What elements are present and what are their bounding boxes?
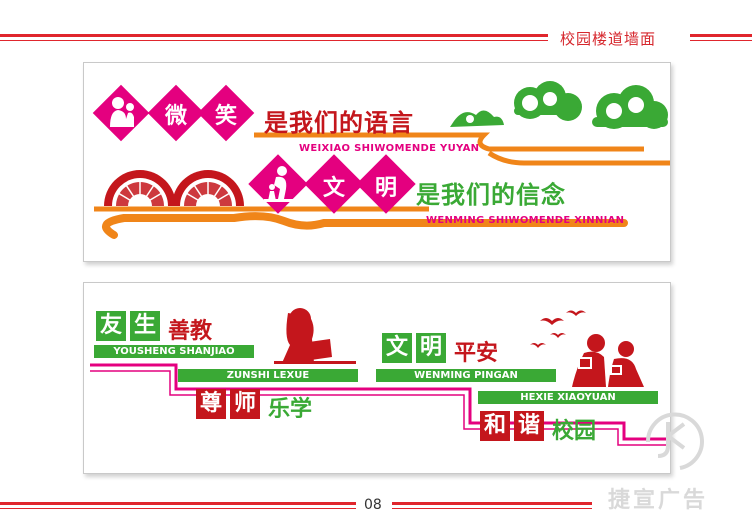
- slogan-line-2: 是我们的信念: [416, 181, 566, 209]
- char-square: 友: [96, 311, 126, 341]
- diamond-char: 笑: [214, 104, 237, 129]
- footer-line-left-thin: [0, 508, 356, 509]
- char-square: 尊: [196, 389, 226, 419]
- slogan-plain: 校园: [552, 419, 597, 444]
- panel1-decor: [94, 81, 670, 239]
- slogan-plain: 平安: [454, 341, 499, 366]
- fan-decoration: [104, 170, 176, 207]
- footer-line-right-thin: [392, 508, 592, 509]
- char-square: 谐: [514, 411, 544, 441]
- pinyin-bar: HEXIE XIAOYUAN: [478, 391, 658, 404]
- design-panel-1: 微 笑 是我们的语言 WEIXIAO SHIWOMENDE YUYAN 文 明 …: [83, 62, 671, 262]
- header-line-left-thin: [0, 40, 548, 41]
- cloud-decoration: [450, 81, 668, 129]
- char-square: 生: [130, 311, 160, 341]
- orange-stripe: [487, 150, 670, 166]
- kids-reading-silhouette-icon: [572, 334, 644, 387]
- slogan-plain: 善教: [168, 319, 213, 344]
- page-title: 校园楼道墙面: [560, 30, 657, 48]
- char-square: 和: [480, 411, 510, 441]
- diamond-char: 明: [374, 176, 397, 201]
- teacher-child-silhouette-icon: [264, 166, 294, 202]
- orange-stripe: [102, 212, 628, 239]
- staircase-line: [90, 363, 670, 441]
- reading-girl-silhouette-icon: [274, 308, 356, 364]
- page-number: 08: [364, 497, 382, 513]
- fan-decoration: [172, 170, 244, 207]
- watermark-logo-icon: [645, 412, 704, 470]
- staircase-line-2: [90, 370, 670, 446]
- char-square: 明: [416, 333, 446, 363]
- header-line-left: [0, 34, 548, 37]
- brand-watermark: 捷宣广告: [608, 488, 709, 513]
- diamond-char: 文: [322, 176, 345, 201]
- pinyin-line-1: WEIXIAO SHIWOMENDE YUYAN: [299, 143, 480, 154]
- slogan-plain: 乐学: [268, 397, 313, 422]
- panel2-decor: [90, 308, 670, 446]
- footer-line-right: [392, 502, 592, 505]
- mother-child-silhouette-icon: [110, 97, 134, 127]
- char-square: 师: [230, 389, 260, 419]
- header-line-right-thin: [690, 40, 752, 41]
- pinyin-bar: ZUNSHI LEXUE: [178, 369, 358, 382]
- footer-line-left: [0, 502, 356, 505]
- design-panel-2: 友 生 善教 YOUSHENG SHANJIAO ZUNSHI LEXUE 尊 …: [83, 282, 671, 474]
- header-line-right: [690, 34, 752, 37]
- diamond-char: 微: [164, 104, 187, 129]
- orange-stripe: [254, 132, 644, 152]
- pinyin-bar: WENMING PINGAN: [376, 369, 556, 382]
- birds-icon: [530, 310, 586, 348]
- pinyin-bar: YOUSHENG SHANJIAO: [94, 345, 254, 358]
- slogan-line-1: 是我们的语言: [264, 109, 414, 137]
- char-square: 文: [382, 333, 412, 363]
- pinyin-line-2: WENMING SHIWOMENDE XINNIAN: [426, 215, 625, 226]
